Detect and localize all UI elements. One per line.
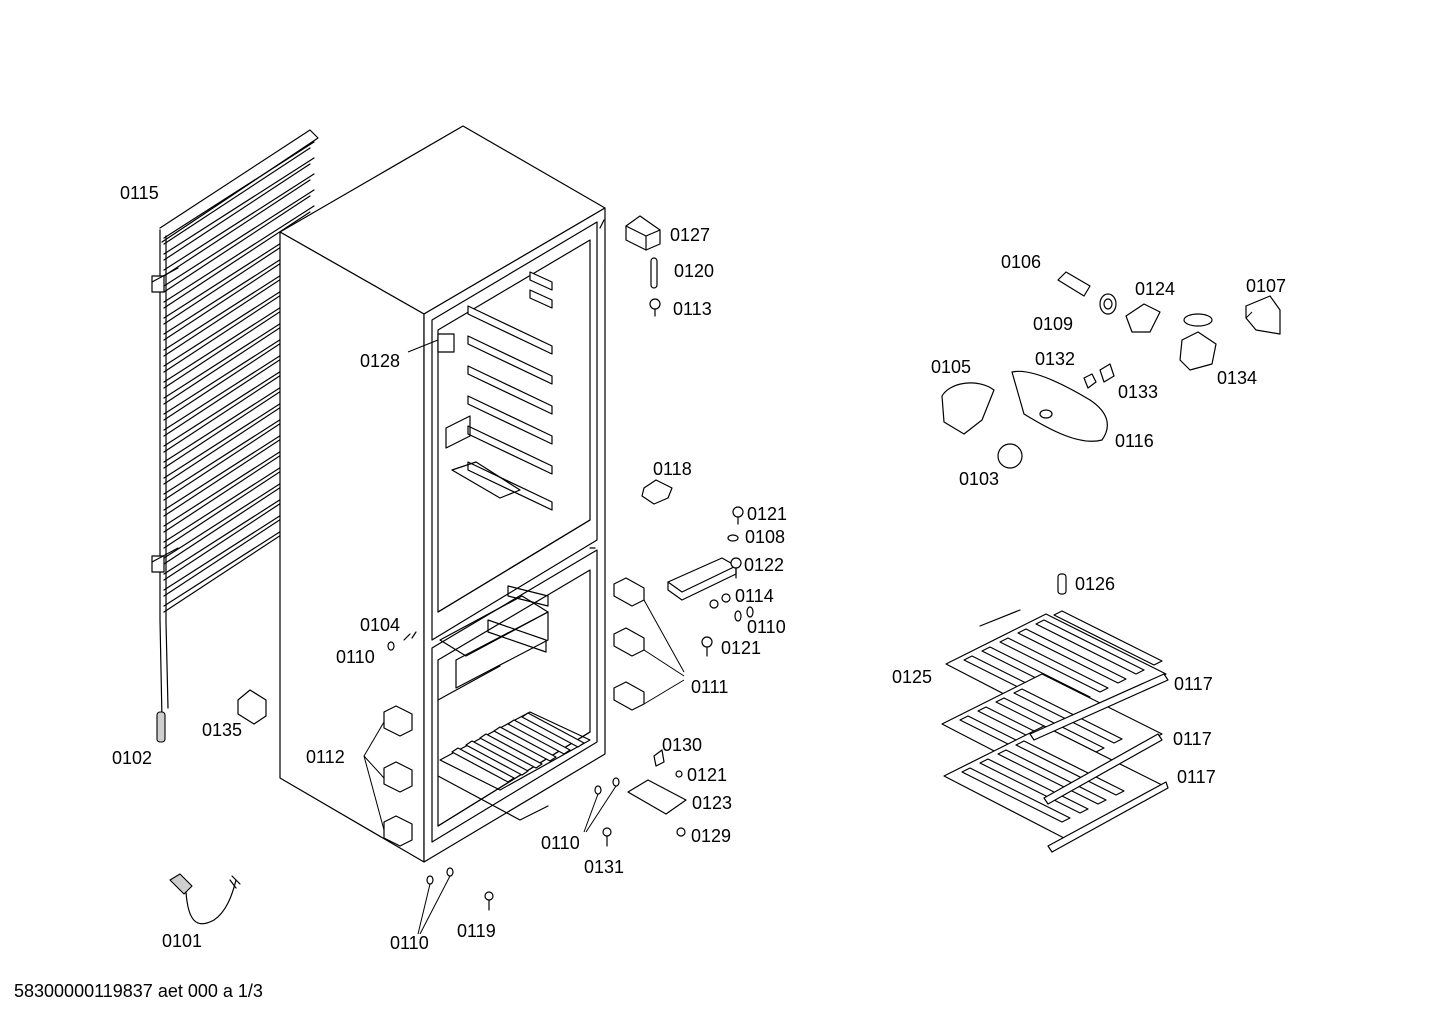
tray-tube [1053, 610, 1163, 666]
callout-0131: 0131 [584, 857, 625, 877]
coil-tube [163, 179, 311, 277]
bracket-part [237, 689, 267, 725]
evaporator-grids [941, 573, 1169, 853]
freezer-rib [479, 733, 543, 769]
callout-0119: 0119 [457, 921, 496, 941]
callout-0115: 0115 [120, 183, 159, 203]
callout-0116: 0116 [1115, 431, 1154, 451]
callout-0121-top: 0121 [747, 504, 788, 524]
callout-0122: 0122 [744, 555, 785, 575]
callout-0123: 0123 [692, 793, 733, 813]
callout-0129: 0129 [691, 826, 732, 846]
callout-0106: 0106 [1001, 252, 1042, 272]
power-cord [169, 873, 241, 925]
coil-tube [163, 195, 311, 293]
callout-0102: 0102 [112, 748, 153, 768]
freezer-edge [437, 775, 549, 821]
coil-tube [163, 163, 311, 261]
callout-0117-top: 0117 [1174, 674, 1213, 694]
freezer-rib [521, 712, 585, 748]
callout-0105: 0105 [931, 357, 972, 377]
shelf-rail [467, 461, 553, 511]
freezer-rib [465, 740, 529, 776]
callout-0114: 0114 [735, 586, 774, 606]
tray-tube [999, 637, 1109, 693]
callout-0135: 0135 [202, 720, 243, 740]
callout-0133: 0133 [1118, 382, 1159, 402]
coil-tube [163, 189, 315, 287]
shelf-rail [529, 271, 553, 291]
callout-0132: 0132 [1035, 349, 1076, 369]
callout-0121-mid: 0121 [721, 638, 762, 658]
callout-0118: 0118 [653, 459, 692, 479]
shelf-rail [467, 425, 553, 475]
shelf-rail [467, 305, 553, 355]
callout-0126: 0126 [1075, 574, 1116, 594]
callout-0124: 0124 [1135, 279, 1176, 299]
callout-0120: 0120 [674, 261, 715, 281]
document-id: 58300000119837 aet 000 a 1/3 [14, 981, 263, 1001]
callout-0113: 0113 [673, 299, 712, 319]
door-stops [613, 577, 685, 711]
callout-0112: 0112 [306, 747, 345, 767]
coil-tube [163, 157, 315, 255]
coil-tube [163, 141, 315, 239]
leader-lines [407, 311, 1253, 353]
callout-0125: 0125 [892, 667, 933, 687]
small-fasteners [387, 631, 687, 935]
lamp-assembly [941, 271, 1281, 469]
coil-tube [163, 147, 311, 245]
freezer-rib [507, 719, 571, 755]
shelf-rail [467, 395, 553, 445]
freezer-rib [451, 747, 515, 783]
callout-0109: 0109 [1033, 314, 1074, 334]
callout-0110-right: 0110 [747, 617, 786, 637]
callout-0110-left: 0110 [336, 647, 375, 667]
coil-tube [163, 173, 315, 271]
callout-0128: 0128 [360, 351, 401, 371]
callout-0130: 0130 [662, 735, 703, 755]
callout-0121-low: 0121 [687, 765, 728, 785]
shelf-rail [529, 289, 553, 309]
callout-0110-mid: 0110 [541, 833, 580, 853]
callout-0117-low: 0117 [1177, 767, 1216, 787]
callout-0108: 0108 [745, 527, 786, 547]
door-hinge-parts [625, 215, 754, 657]
tray-tube [1035, 619, 1145, 675]
callout-0104: 0104 [360, 615, 401, 635]
tray-tube [1017, 628, 1127, 684]
shelf-rail [467, 335, 553, 385]
coil-tube [163, 211, 311, 309]
callout-0103: 0103 [959, 469, 1000, 489]
callout-0134: 0134 [1217, 368, 1258, 388]
callout-0107: 0107 [1246, 276, 1287, 296]
tray-tube [961, 767, 1071, 823]
callout-0101: 0101 [162, 931, 203, 951]
shelf-rail [467, 365, 553, 415]
coil-tube [163, 205, 315, 303]
door-bins [363, 705, 413, 847]
callout-0111: 0111 [691, 677, 729, 697]
freezer-rib [493, 726, 557, 762]
tray-tube [1013, 688, 1123, 744]
callout-0110-bottom: 0110 [390, 933, 429, 953]
refrigerator-cabinet [279, 125, 606, 863]
callout-0117-mid: 0117 [1173, 729, 1212, 749]
callout-0127: 0127 [670, 225, 711, 245]
